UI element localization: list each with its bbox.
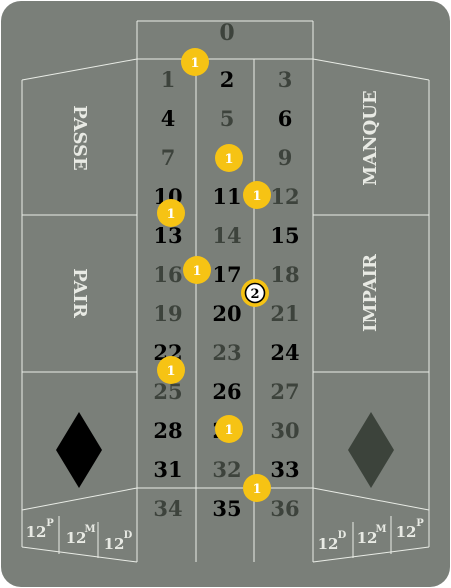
- number-cell-12[interactable]: 12: [270, 184, 299, 209]
- number-cell-3[interactable]: 3: [278, 67, 293, 92]
- number-cell-19[interactable]: 19: [153, 301, 182, 326]
- chip-value: 1: [224, 423, 233, 438]
- number-cell-35[interactable]: 35: [212, 496, 241, 521]
- manque-label[interactable]: MANQUE: [360, 90, 381, 185]
- passe-label[interactable]: PASSE: [69, 105, 90, 171]
- chip-value: 1: [252, 482, 261, 497]
- dozen-letter: D: [124, 530, 133, 541]
- chip-8[interactable]: 1: [215, 415, 243, 443]
- dozen-letter: P: [46, 518, 54, 529]
- chip-7[interactable]: 1: [157, 356, 185, 384]
- number-cell-5[interactable]: 5: [220, 106, 235, 131]
- number-cell-26[interactable]: 26: [212, 379, 241, 404]
- number-cell-36[interactable]: 36: [270, 496, 299, 521]
- dozen-bet-left-M[interactable]: 12M: [66, 524, 96, 547]
- chip-value: 1: [224, 152, 233, 167]
- number-cell-33[interactable]: 33: [270, 457, 299, 482]
- number-cell-11[interactable]: 11: [212, 184, 241, 209]
- red-diamond[interactable]: [348, 412, 394, 488]
- number-cell-7[interactable]: 7: [161, 145, 176, 170]
- chip-value: 2: [250, 287, 259, 302]
- number-cell-14[interactable]: 14: [212, 223, 241, 248]
- number-cell-16[interactable]: 16: [153, 262, 182, 287]
- number-cell-20[interactable]: 20: [212, 301, 241, 326]
- number-cell-17[interactable]: 17: [212, 262, 241, 287]
- dozen-number: 12: [26, 523, 47, 541]
- number-cell-18[interactable]: 18: [270, 262, 299, 287]
- number-cell-27[interactable]: 27: [270, 379, 299, 404]
- number-cell-13[interactable]: 13: [153, 223, 182, 248]
- number-cell-6[interactable]: 6: [278, 106, 293, 131]
- chip-9[interactable]: 1: [243, 474, 271, 502]
- number-cell-2[interactable]: 2: [220, 67, 235, 92]
- chip-value: 1: [190, 56, 199, 71]
- number-cell-31[interactable]: 31: [153, 457, 182, 482]
- dozen-number: 12: [357, 529, 378, 547]
- dozen-number: 12: [318, 535, 339, 553]
- zero-cell[interactable]: 0: [219, 20, 234, 46]
- chip-value: 1: [166, 207, 175, 222]
- dozen-number: 12: [396, 523, 417, 541]
- dozen-letter: M: [84, 524, 95, 535]
- chip-value: 1: [166, 364, 175, 379]
- number-cell-34[interactable]: 34: [153, 496, 182, 521]
- number-cell-4[interactable]: 4: [161, 106, 176, 131]
- number-cell-9[interactable]: 9: [278, 145, 293, 170]
- chip-6[interactable]: 2: [241, 279, 269, 307]
- chip-3[interactable]: 1: [243, 181, 271, 209]
- chip-4[interactable]: 1: [157, 199, 185, 227]
- impair-label[interactable]: IMPAIR: [360, 253, 381, 332]
- dozen-letter: M: [375, 524, 386, 535]
- dozen-letter: D: [338, 530, 347, 541]
- number-cell-30[interactable]: 30: [270, 418, 299, 443]
- chip-value: 1: [252, 189, 261, 204]
- dozen-number: 12: [66, 529, 87, 547]
- dozen-number: 12: [104, 535, 125, 553]
- number-cell-21[interactable]: 21: [270, 301, 299, 326]
- number-cell-23[interactable]: 23: [212, 340, 241, 365]
- number-cell-1[interactable]: 1: [161, 67, 176, 92]
- chip-2[interactable]: 1: [215, 144, 243, 172]
- number-cell-28[interactable]: 28: [153, 418, 182, 443]
- chip-5[interactable]: 1: [183, 256, 211, 284]
- pair-label[interactable]: PAIR: [69, 268, 90, 319]
- number-cell-15[interactable]: 15: [270, 223, 299, 248]
- number-cell-32[interactable]: 32: [212, 457, 241, 482]
- black-diamond[interactable]: [56, 412, 102, 488]
- chip-value: 1: [192, 264, 201, 279]
- chip-1[interactable]: 1: [181, 48, 209, 76]
- number-cell-24[interactable]: 24: [270, 340, 299, 365]
- dozen-bet-right-M[interactable]: 12M: [357, 524, 387, 547]
- dozen-letter: P: [416, 518, 424, 529]
